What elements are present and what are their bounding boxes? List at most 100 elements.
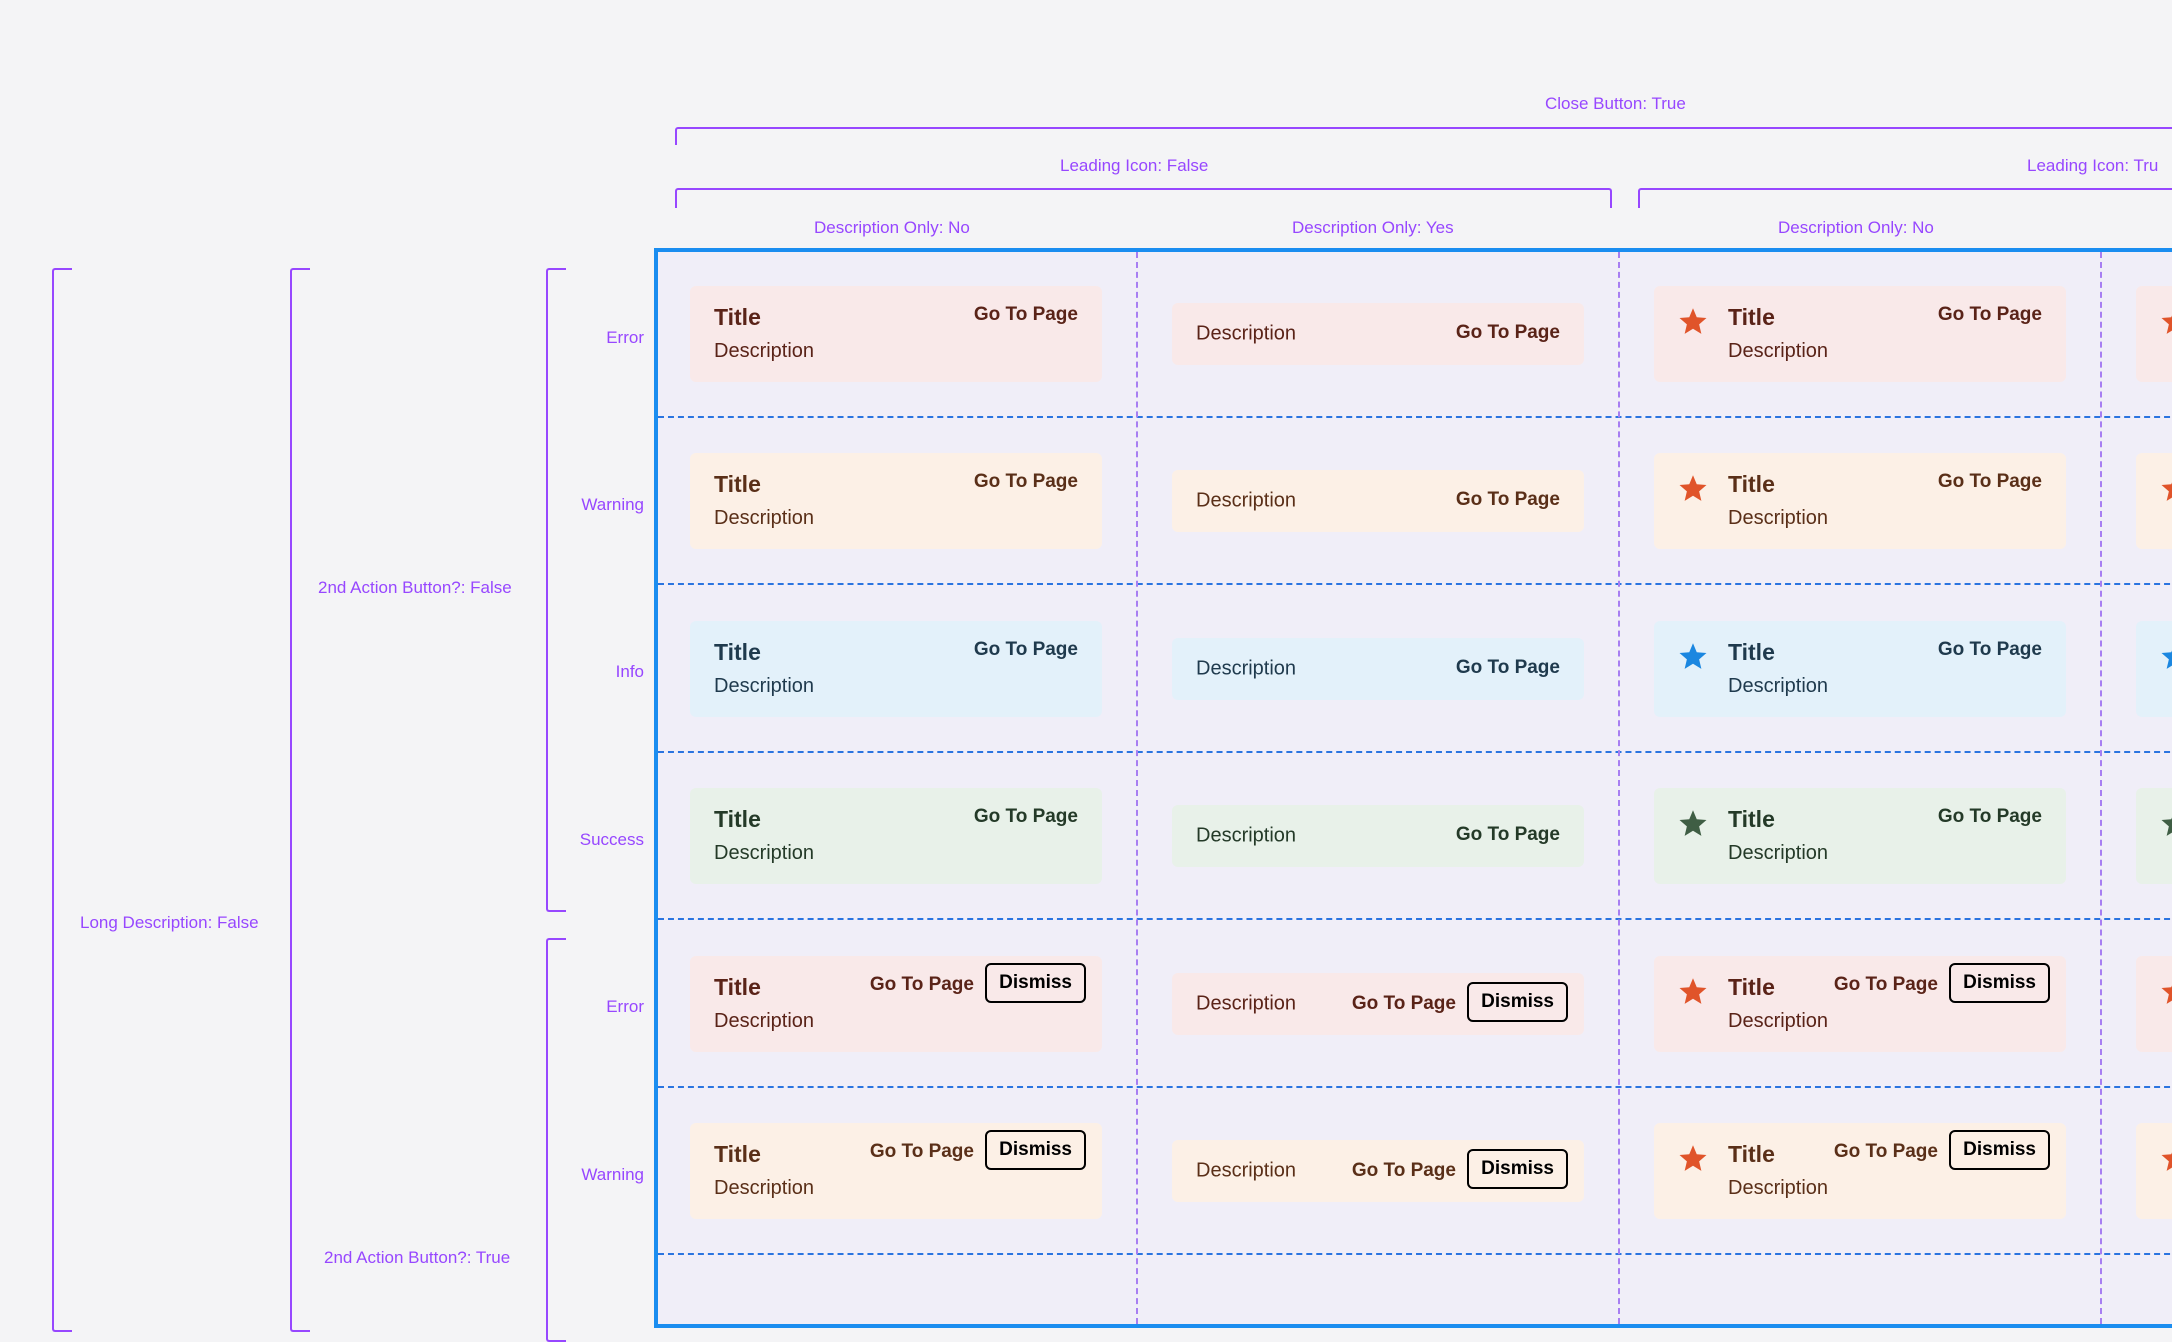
go-to-page-link[interactable]: Go To Page xyxy=(973,638,1078,660)
banner-description-only: Description Go To Page xyxy=(1172,302,1584,365)
banner-description: Description xyxy=(1728,842,1829,865)
go-to-page-link[interactable]: Go To Page xyxy=(1455,489,1560,511)
go-to-page-link[interactable]: Go To Page xyxy=(1937,638,2042,660)
row-divider xyxy=(658,1085,2172,1088)
row-label-0: Error xyxy=(606,328,644,347)
banner-description: Description xyxy=(1728,1177,1829,1200)
bracket-long-description xyxy=(52,268,72,1332)
banner-title: Title xyxy=(1728,973,1775,1000)
go-to-page-link[interactable]: Go To Page xyxy=(973,806,1078,828)
row-label-2: Info xyxy=(615,662,644,681)
banner-description: Description xyxy=(714,1177,815,1200)
banner-description-only: Description Go To Page Dismiss xyxy=(1172,1140,1584,1203)
go-to-page-link[interactable]: Go To Page xyxy=(1833,1141,1938,1163)
dismiss-button[interactable]: Dismiss xyxy=(1467,981,1568,1022)
bracket-close-button xyxy=(675,127,2172,145)
star-icon xyxy=(2161,1152,2172,1172)
bracket-second-action-true xyxy=(546,938,566,1342)
banner-title: Title xyxy=(1728,471,1775,498)
row-label-5: Warning xyxy=(581,1165,644,1184)
row-label-4: Error xyxy=(606,997,644,1016)
row-divider xyxy=(658,750,2172,753)
star-icon xyxy=(2161,650,2172,669)
banner-description: Description xyxy=(1728,674,1829,697)
dismiss-button[interactable]: Dismiss xyxy=(985,962,1086,1003)
column-divider xyxy=(1136,252,1138,1324)
banner-title: Title xyxy=(714,303,761,330)
prop-desc-only-no-2: Description Only: No xyxy=(1778,218,1934,237)
banner-title: Title xyxy=(1728,303,1775,330)
star-icon xyxy=(2161,315,2172,334)
banner-description: Description xyxy=(714,1009,815,1032)
banner-description: Description xyxy=(1196,1159,1297,1182)
go-to-page-link[interactable]: Go To Page xyxy=(869,973,974,995)
go-to-page-link[interactable]: Go To Page xyxy=(1833,973,1938,995)
banner-description-only: Description Go To Page Dismiss xyxy=(1172,972,1584,1035)
go-to-page-link[interactable]: Go To Page xyxy=(869,1141,974,1163)
star-icon xyxy=(1679,810,1707,837)
banner-description: Description xyxy=(1728,1009,1829,1032)
banner-title: Title xyxy=(714,973,761,1000)
banner-description: Description xyxy=(1196,992,1297,1015)
row-divider xyxy=(658,583,2172,585)
go-to-page-link[interactable]: Go To Page xyxy=(1937,806,2042,828)
prop-second-action-false: 2nd Action Button?: False xyxy=(318,578,512,597)
banner-description: Description xyxy=(1728,507,1829,530)
prop-leading-icon-false: Leading Icon: False xyxy=(1060,156,1209,175)
banner-description: Description xyxy=(714,842,815,865)
banner-description: Description xyxy=(714,674,815,697)
go-to-page-link[interactable]: Go To Page xyxy=(1937,471,2042,493)
banner-description: Description xyxy=(1196,824,1297,847)
go-to-page-link[interactable]: Go To Page xyxy=(1455,824,1560,846)
go-to-page-link[interactable]: Go To Page xyxy=(1455,656,1560,678)
bracket-leading-icon-false xyxy=(675,188,1612,208)
column-divider xyxy=(1618,252,1620,1324)
banner-description: Description xyxy=(1196,489,1297,512)
banner-description: Description xyxy=(1196,322,1297,345)
row-label-1: Warning xyxy=(581,495,644,514)
banner-description: Description xyxy=(1196,657,1297,680)
banner-title: Title xyxy=(1728,806,1775,833)
banner-description-only: Description Go To Page xyxy=(1172,805,1584,868)
star-icon xyxy=(1679,1145,1707,1172)
bracket-second-action xyxy=(290,268,310,1332)
prop-desc-only-no: Description Only: No xyxy=(814,218,970,237)
prop-second-action-true: 2nd Action Button?: True xyxy=(324,1248,511,1267)
dismiss-button[interactable]: Dismiss xyxy=(1467,1149,1568,1190)
prop-desc-only-yes: Description Only: Yes xyxy=(1292,218,1454,237)
banner-title: Title xyxy=(1728,638,1775,665)
go-to-page-link[interactable]: Go To Page xyxy=(973,303,1078,325)
go-to-page-link[interactable]: Go To Page xyxy=(1351,1160,1456,1182)
banner-description-only: Description Go To Page xyxy=(1172,637,1584,700)
dismiss-button[interactable]: Dismiss xyxy=(985,1130,1086,1171)
bracket-second-action-false xyxy=(546,268,566,912)
column-divider xyxy=(2100,252,2102,1324)
dismiss-button[interactable]: Dismiss xyxy=(1949,962,2050,1003)
go-to-page-link[interactable]: Go To Page xyxy=(973,471,1078,493)
go-to-page-link[interactable]: Go To Page xyxy=(1455,321,1560,343)
star-icon xyxy=(2161,482,2172,502)
go-to-page-link[interactable]: Go To Page xyxy=(1351,992,1456,1014)
dismiss-button[interactable]: Dismiss xyxy=(1949,1130,2050,1171)
star-icon xyxy=(1679,475,1707,502)
go-to-page-link[interactable]: Go To Page xyxy=(1937,303,2042,325)
star-icon xyxy=(1679,978,1707,1004)
banner-description-only: Description Go To Page xyxy=(1172,470,1584,533)
banner-title: Title xyxy=(714,806,761,833)
star-icon xyxy=(1679,643,1707,669)
